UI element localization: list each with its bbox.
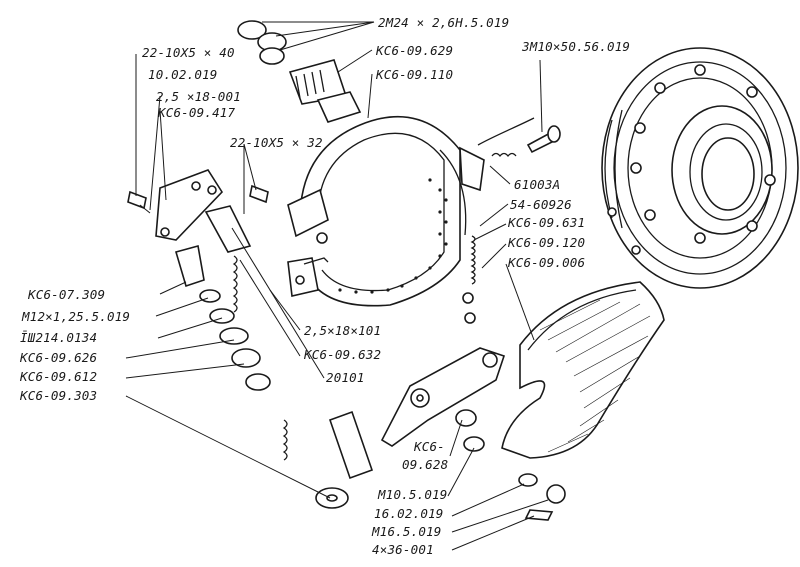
part-label: KC6-09.632: [304, 347, 382, 362]
part-label: KC6-09.006: [508, 255, 586, 270]
part-label: 20101: [326, 370, 365, 385]
part-label: 61003A: [514, 177, 561, 192]
part-label: KC6-09.110: [376, 67, 454, 82]
small-parts: [127, 20, 566, 521]
brake-band: [287, 115, 535, 307]
part-label: KC6-09.417: [158, 105, 236, 120]
part-label: 09.628: [402, 457, 449, 472]
part-label: KC6-: [414, 439, 445, 454]
part-label: KC6-09.631: [508, 215, 586, 230]
part-label: 22-10Х5 × 40: [142, 45, 235, 60]
part-label: 10.02.019: [148, 67, 218, 82]
part-label: 3M10×50.56.019: [522, 39, 631, 54]
brake-drum-assembly: [601, 47, 799, 289]
part-label: KC6-09.120: [508, 235, 586, 250]
part-label: 4×36-001: [372, 542, 434, 557]
part-label: 54-60926: [510, 197, 572, 212]
part-label: 2,5×18×101: [304, 323, 382, 338]
part-label: M12×1,25.5.019: [22, 309, 131, 324]
part-label: KC6-09.612: [20, 369, 98, 384]
part-label: KC6-07.309: [28, 287, 106, 302]
friction-lining: [501, 281, 665, 459]
part-label: KC6-09.629: [376, 43, 454, 58]
part-label: 16.02.019: [374, 506, 444, 521]
part-label: 22-10Х5 × 32: [230, 135, 323, 150]
part-label: 2,5 ×18-001: [156, 89, 241, 104]
part-label: KC6-09.303: [20, 388, 98, 403]
part-label: M10.5.019: [378, 487, 448, 502]
leader-lines: [125, 21, 549, 551]
part-label: 2M24 × 2,6H.5.019: [378, 15, 510, 30]
part-label: KC6-09.626: [20, 350, 98, 365]
part-label: M16.5.019: [372, 524, 442, 539]
part-label: ĪШ214.0134: [20, 330, 98, 345]
